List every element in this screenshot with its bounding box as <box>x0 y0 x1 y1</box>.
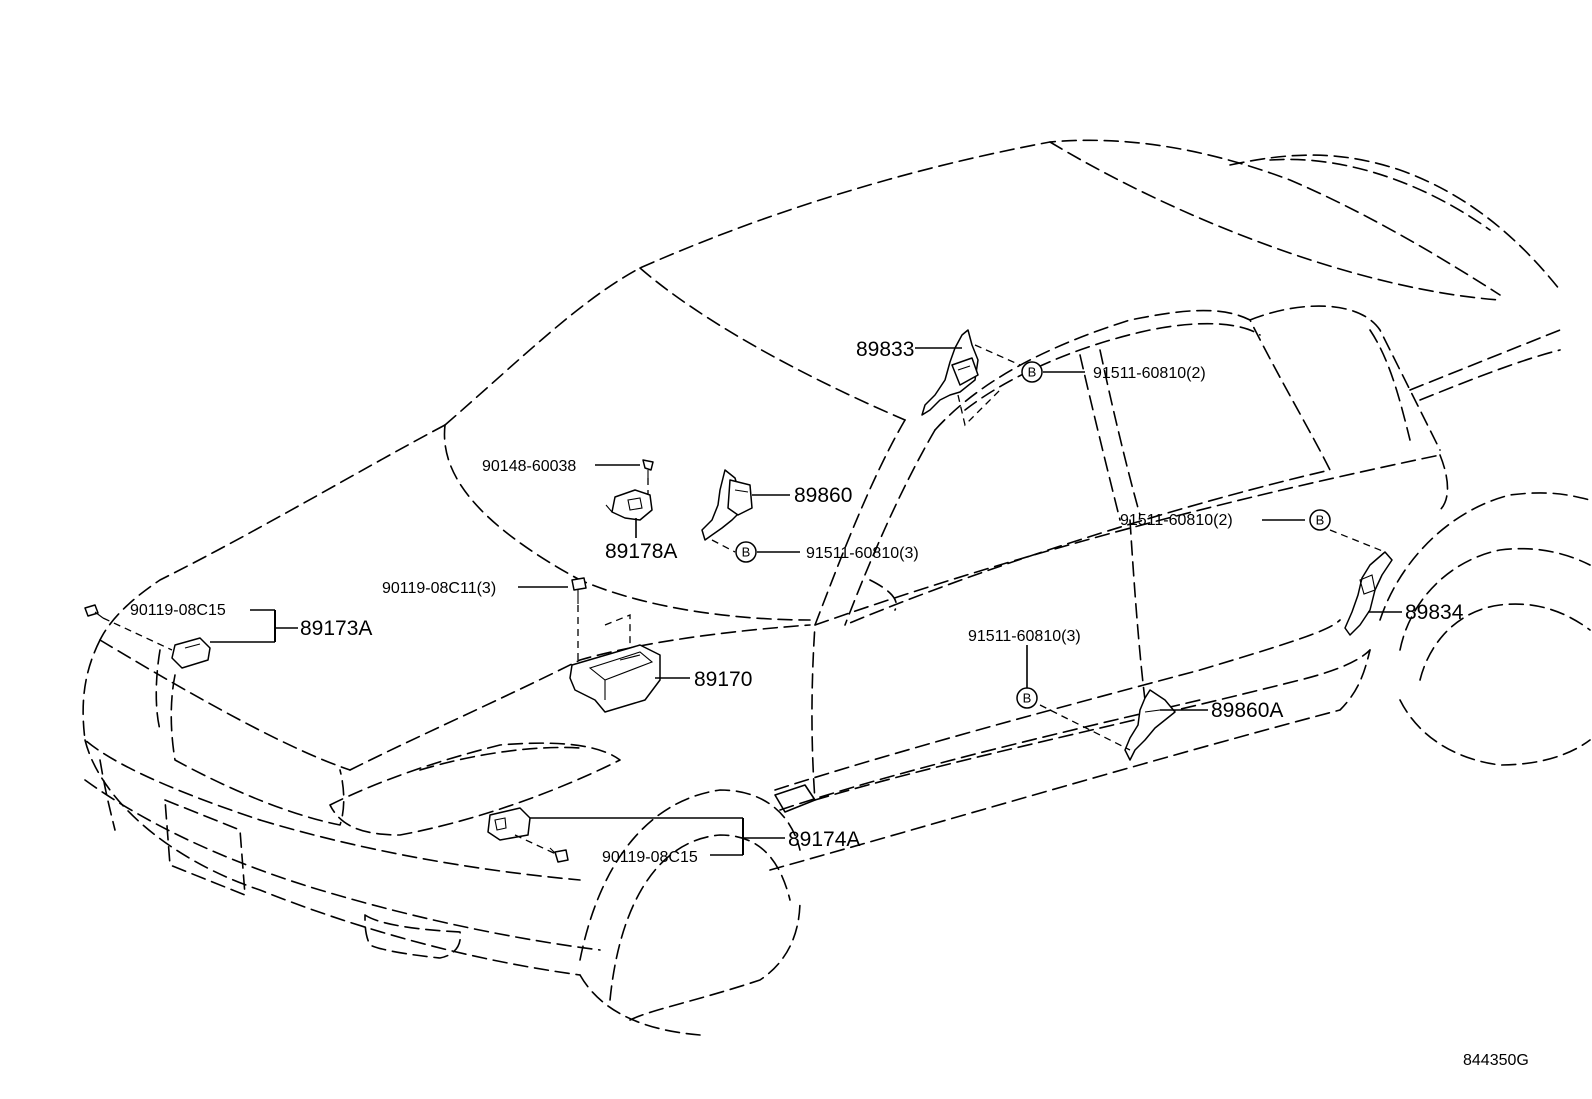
svg-text:B: B <box>1023 691 1032 706</box>
label-90119-08C11-3: 90119-08C11(3) <box>382 580 496 597</box>
label-89860: 89860 <box>794 484 852 507</box>
marker-b-top: B <box>1021 361 1043 383</box>
svg-text:B: B <box>742 545 751 560</box>
label-91511-60810-3-side: 91511-60810(3) <box>968 628 1081 645</box>
label-89834: 89834 <box>1405 601 1464 624</box>
bolt-90119-08C11 <box>571 577 587 604</box>
label-90119-08C15-front: 90119-08C15 <box>130 602 226 619</box>
ecu-89170 <box>569 605 661 713</box>
label-91511-60810-2-rear: 91511-60810(2) <box>1120 512 1233 529</box>
label-90119-08C15-lower: 90119-08C15 <box>602 849 698 866</box>
sensor-89178A <box>605 489 653 521</box>
part-labels: 89833 91511-60810(2) 90148-60038 89860 8… <box>130 338 1529 1069</box>
svg-text:B: B <box>1028 365 1037 380</box>
marker-b-center: B <box>735 541 757 563</box>
label-89174A: 89174A <box>788 828 860 851</box>
label-89833: 89833 <box>856 338 914 361</box>
screw-90148-60038 <box>642 459 654 478</box>
svg-text:B: B <box>1316 513 1325 528</box>
leader-lines <box>102 344 1402 856</box>
sensor-89860A <box>1124 689 1176 761</box>
sensor-89860 <box>701 469 753 541</box>
label-91511-60810-3-center: 91511-60810(3) <box>806 545 919 562</box>
sensor-89173A <box>171 637 211 669</box>
diagram-id: 844350G <box>1463 1052 1529 1069</box>
label-91511-60810-2-top: 91511-60810(2) <box>1093 365 1206 382</box>
label-89173A: 89173A <box>300 617 372 640</box>
sensor-89833 <box>921 329 979 416</box>
bolt-90119-08C15-lower <box>549 847 569 863</box>
bolt-90119-08C15-front <box>84 604 104 619</box>
label-89178A: 89178A <box>605 540 677 563</box>
sensor-89174A <box>487 807 531 841</box>
marker-b-rear: B <box>1309 509 1331 531</box>
label-90148-60038: 90148-60038 <box>482 458 576 475</box>
label-89170: 89170 <box>694 668 752 691</box>
label-89860A: 89860A <box>1211 699 1283 722</box>
sensor-89834 <box>1344 551 1393 636</box>
marker-b-side: B <box>1016 687 1038 709</box>
